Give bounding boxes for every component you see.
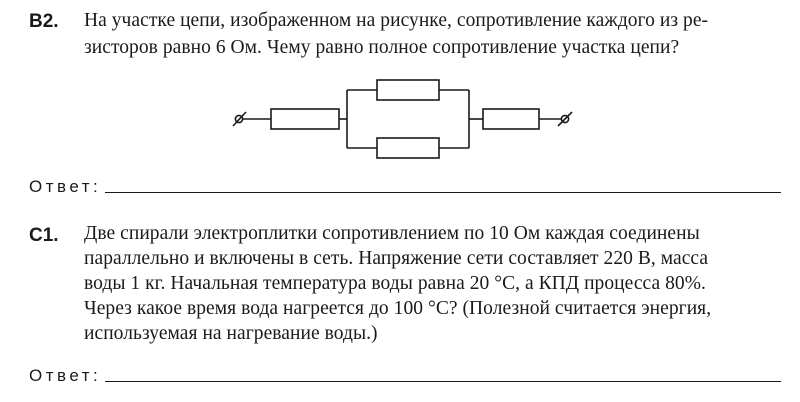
problem-b2-text-line-2: зисторов равно 6 Ом. Чему равно полное с… — [84, 37, 680, 58]
problem-c1-text-line-4: Через какое время вода нагреется до 100 … — [84, 298, 712, 319]
problem-b2-answer-label: Ответ: — [29, 177, 102, 196]
problem-b2-label: B2. — [29, 11, 59, 32]
left-terminal — [234, 114, 244, 124]
problem-c1-answer-line[interactable] — [105, 381, 781, 382]
resistor-4 — [482, 108, 540, 130]
problem-c1-text-line-1: Две спирали электроплитки сопротивлением… — [84, 223, 700, 244]
right-terminal — [560, 114, 570, 124]
left-terminal-slash — [232, 111, 247, 127]
problem-c1-text-line-3: воды 1 кг. Начальная температура воды ра… — [84, 273, 706, 294]
problem-b2-answer-line[interactable] — [105, 192, 781, 193]
resistor-1 — [270, 108, 340, 130]
right-terminal-slash — [557, 111, 573, 127]
resistor-top — [376, 79, 440, 101]
problem-c1-text-line-2: параллельно и включены в сеть. Напряжени… — [84, 248, 709, 269]
problem-c1-label: C1. — [29, 225, 59, 246]
resistor-bottom — [376, 137, 440, 159]
circuit-diagram — [232, 79, 573, 159]
problem-b2-text-line-1: На участке цепи, изображенном на рисунке… — [84, 10, 709, 31]
problem-c1-text-line-5: используемая на нагревание воды.) — [84, 323, 378, 344]
problem-c1-answer-label: Ответ: — [29, 366, 102, 385]
